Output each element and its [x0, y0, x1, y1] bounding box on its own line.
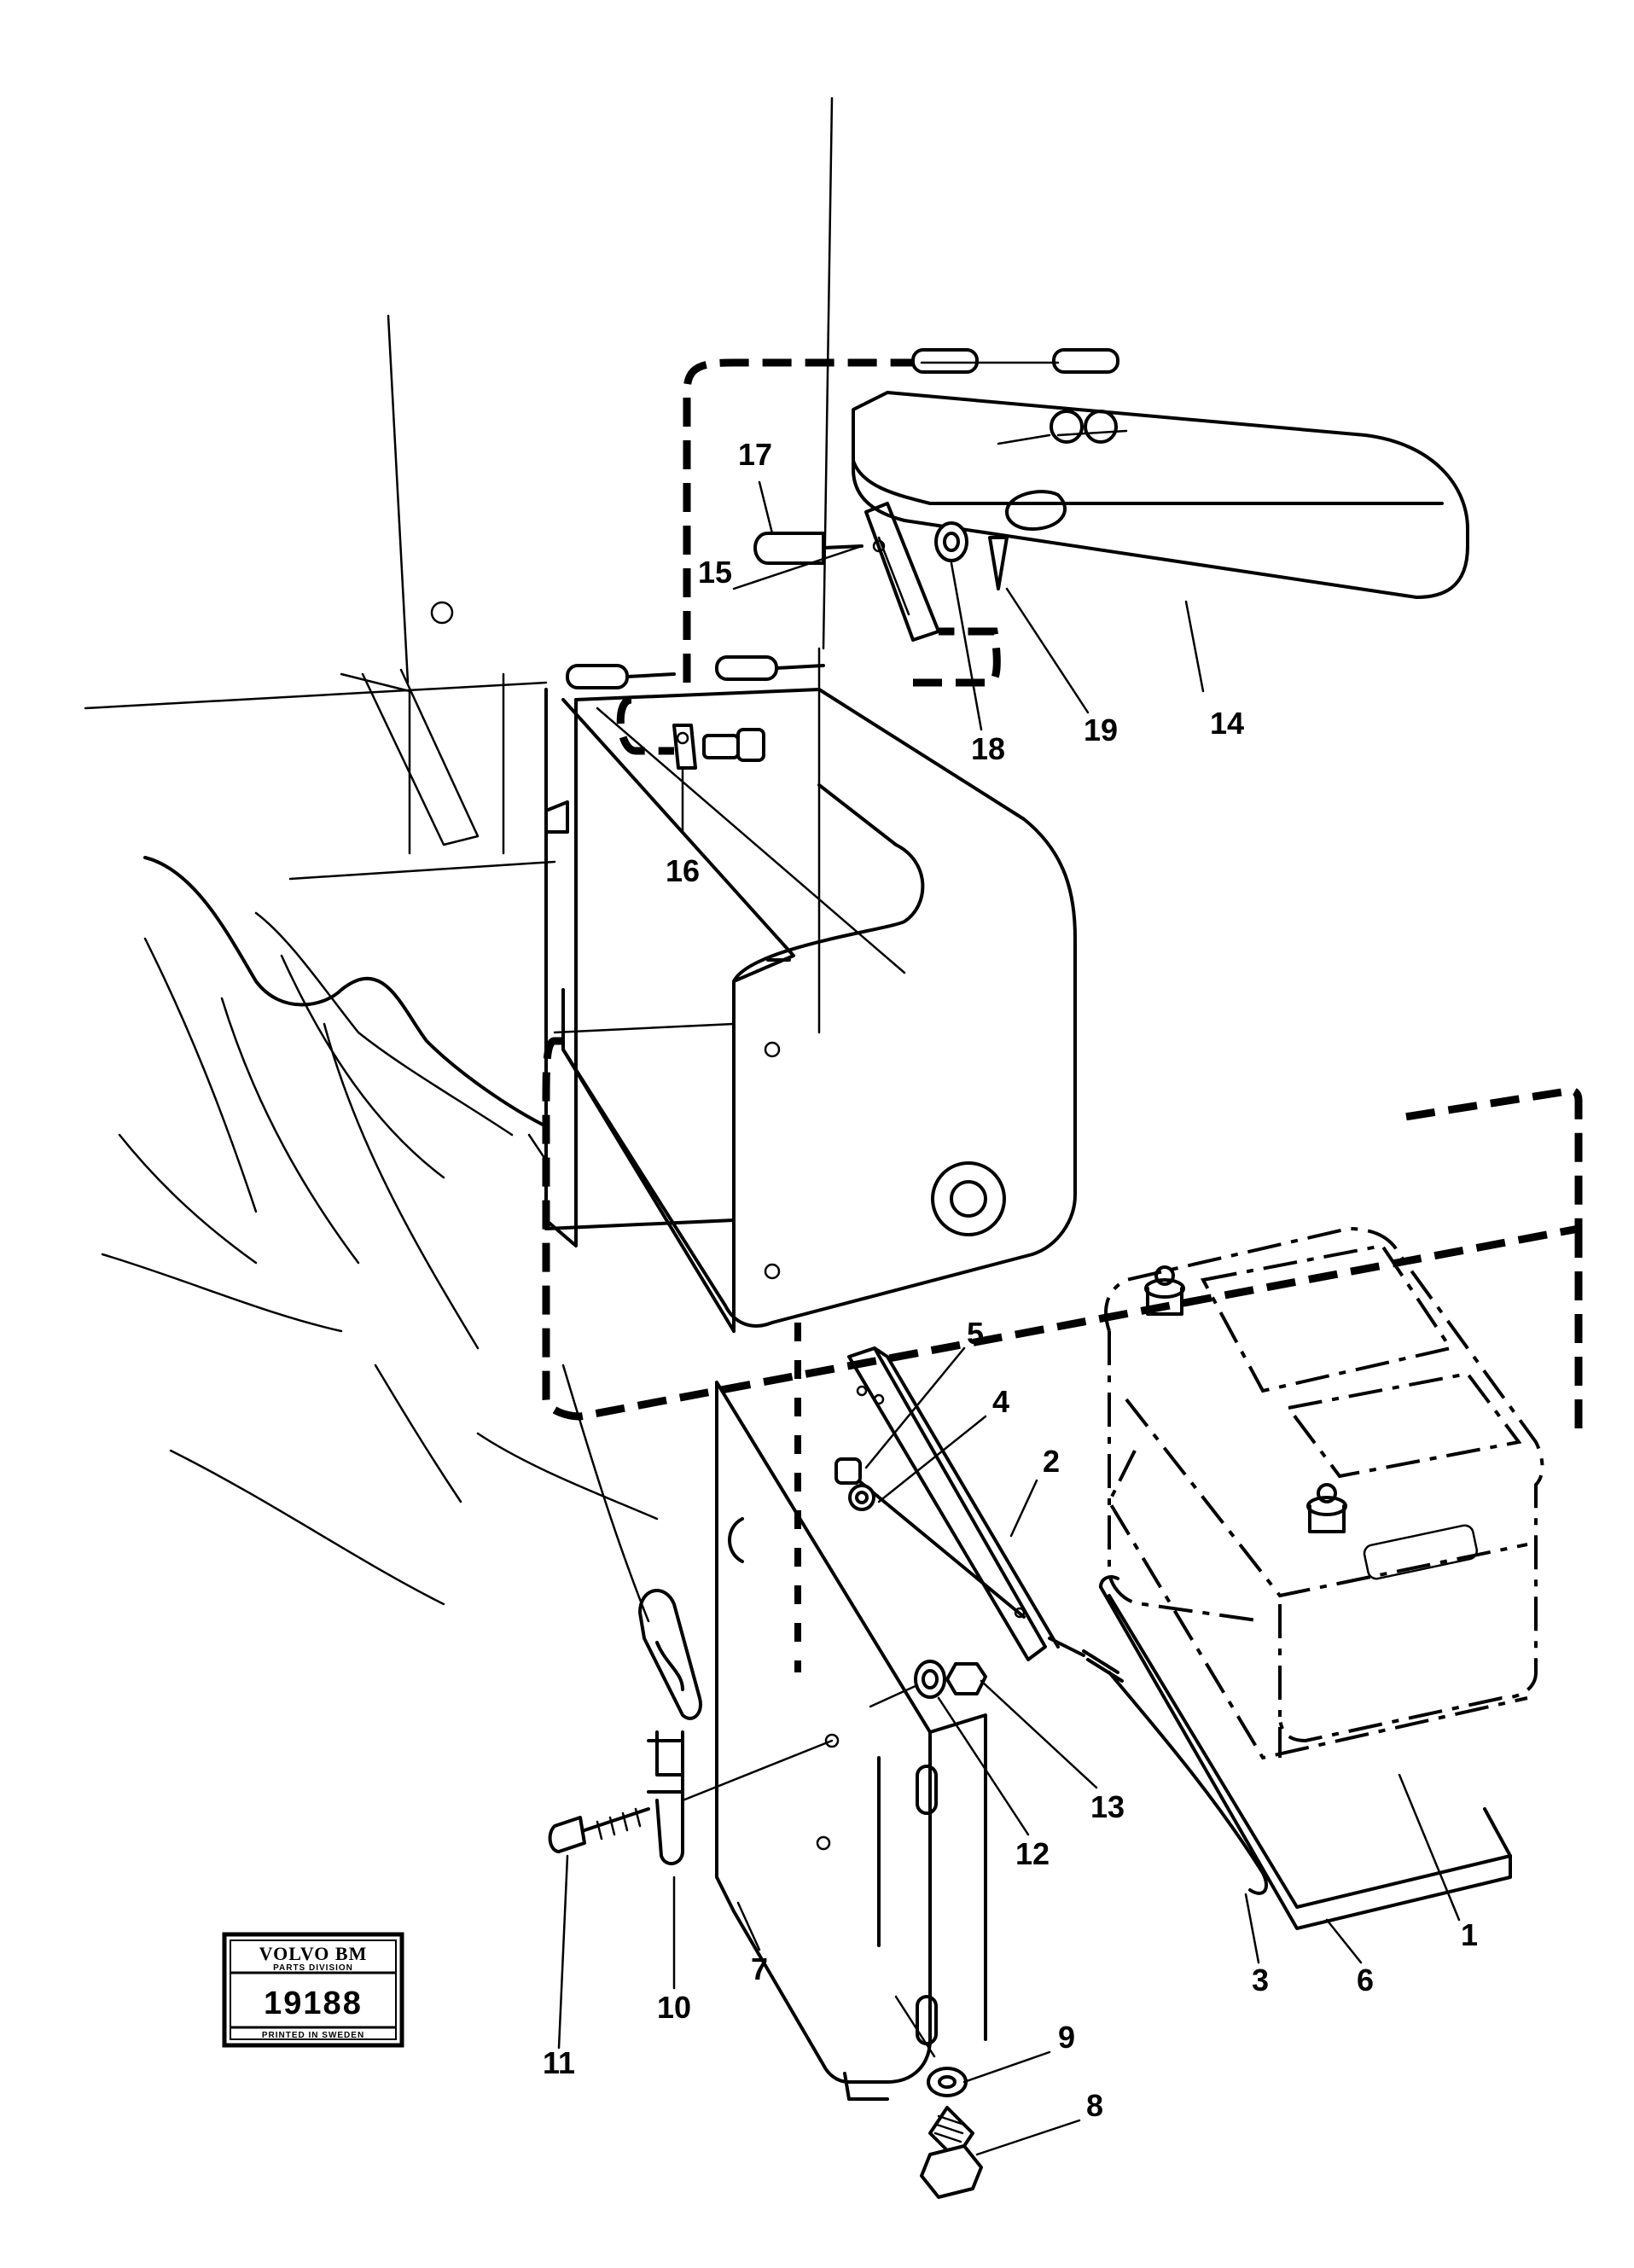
badge-brand: VOLVO BM [259, 1943, 368, 1964]
leader-lines [557, 480, 1461, 2156]
side-plate [715, 1381, 987, 2101]
part-number-labels: 1 2 3 4 5 6 7 8 9 10 11 12 13 14 15 16 1… [543, 437, 1478, 2123]
label-part-14: 14 [1210, 706, 1244, 741]
badge-number: 19188 [264, 1986, 363, 2021]
label-part-6: 6 [1357, 1963, 1374, 1998]
label-part-19: 19 [1084, 712, 1118, 747]
battery-box-bracket [544, 688, 1077, 1333]
bracket-hinges [566, 655, 825, 689]
assembly-dashed-lines [542, 358, 1583, 1672]
label-part-10: 10 [657, 1990, 691, 2025]
label-part-8: 8 [1086, 2088, 1103, 2123]
washer-bolt-8-9 [894, 1995, 983, 2199]
battery-clamp [834, 1346, 1268, 1895]
label-part-9: 9 [1058, 2020, 1075, 2055]
label-part-12: 12 [1015, 1836, 1050, 1871]
washer-nut-12-13 [869, 1660, 987, 1708]
label-part-1: 1 [1461, 1917, 1478, 1952]
machine-body-outline [84, 96, 834, 1623]
label-part-13: 13 [1090, 1789, 1125, 1824]
latch-assembly [548, 1589, 834, 1865]
hinge-bolt-16 [672, 724, 765, 770]
label-part-3: 3 [1252, 1963, 1269, 1998]
label-part-5: 5 [967, 1316, 984, 1351]
hinge-plate-assembly [753, 502, 1009, 642]
label-part-4: 4 [992, 1384, 1009, 1419]
battery-tray [1099, 1575, 1512, 1930]
volvo-bm-badge: VOLVO BM PARTS DIVISION 19188 PRINTED IN… [222, 1932, 404, 2048]
label-part-11: 11 [543, 2045, 575, 2080]
label-part-17: 17 [738, 437, 772, 472]
label-part-16: 16 [666, 853, 700, 888]
badge-footer: PRINTED IN SWEDEN [262, 2031, 364, 2040]
label-part-15: 15 [698, 555, 732, 590]
battery [1104, 1226, 1544, 1760]
label-part-2: 2 [1043, 1444, 1060, 1479]
label-part-18: 18 [971, 731, 1005, 766]
battery-box-lid [852, 348, 1469, 599]
badge-division: PARTS DIVISION [273, 1963, 353, 1973]
label-part-7: 7 [751, 1951, 768, 1986]
